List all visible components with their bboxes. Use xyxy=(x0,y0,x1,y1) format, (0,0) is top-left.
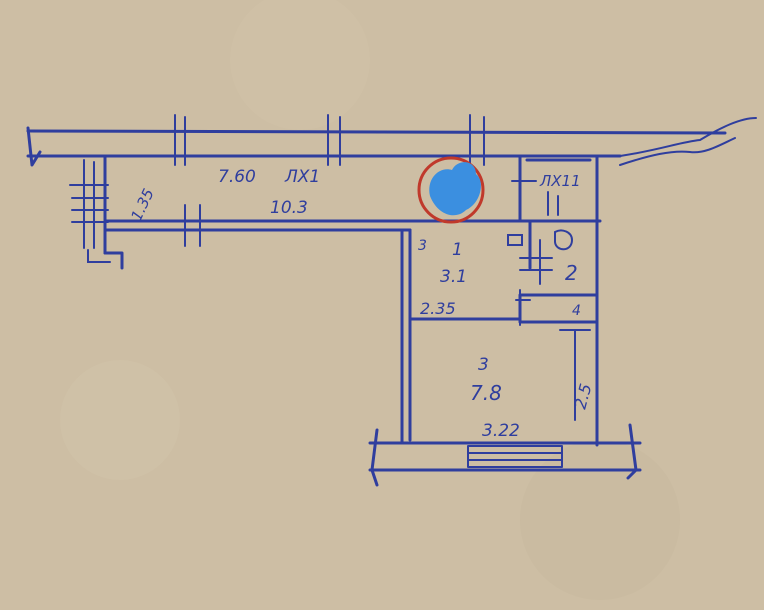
room3-area: 7.8 xyxy=(470,381,502,405)
bottom-wall xyxy=(368,423,642,487)
corridor-dimension: 7.60 xyxy=(218,167,256,187)
corridor-ceiling-mark: ЛХ1 xyxy=(284,167,320,187)
room1-number: 1 xyxy=(452,240,463,260)
paper-texture xyxy=(60,0,680,600)
riser-marker xyxy=(417,156,485,224)
room3-number: 3 xyxy=(478,355,489,375)
corridor-area: 10.3 xyxy=(270,198,308,218)
redaction-blob xyxy=(429,162,481,216)
bath-number: 2 xyxy=(565,261,578,285)
room3-width: 3.22 xyxy=(482,421,520,441)
room1-area: 3.1 xyxy=(440,267,467,287)
top-wall xyxy=(26,114,757,167)
closet-mark: 4 xyxy=(572,303,581,319)
room-1: 3 1 3.1 2.35 4 xyxy=(400,228,599,445)
room1-corner-mark: 3 xyxy=(418,238,427,254)
bath-block: ЛХ11 2 xyxy=(507,154,599,332)
room-3: 3 7.8 3.22 2.5 xyxy=(470,328,599,447)
corridor-side-dimension: 1.35 xyxy=(127,186,157,224)
room1-dimension: 2.35 xyxy=(420,299,456,318)
window-symbol xyxy=(467,445,563,468)
bath-mark: ЛХ11 xyxy=(539,172,581,190)
